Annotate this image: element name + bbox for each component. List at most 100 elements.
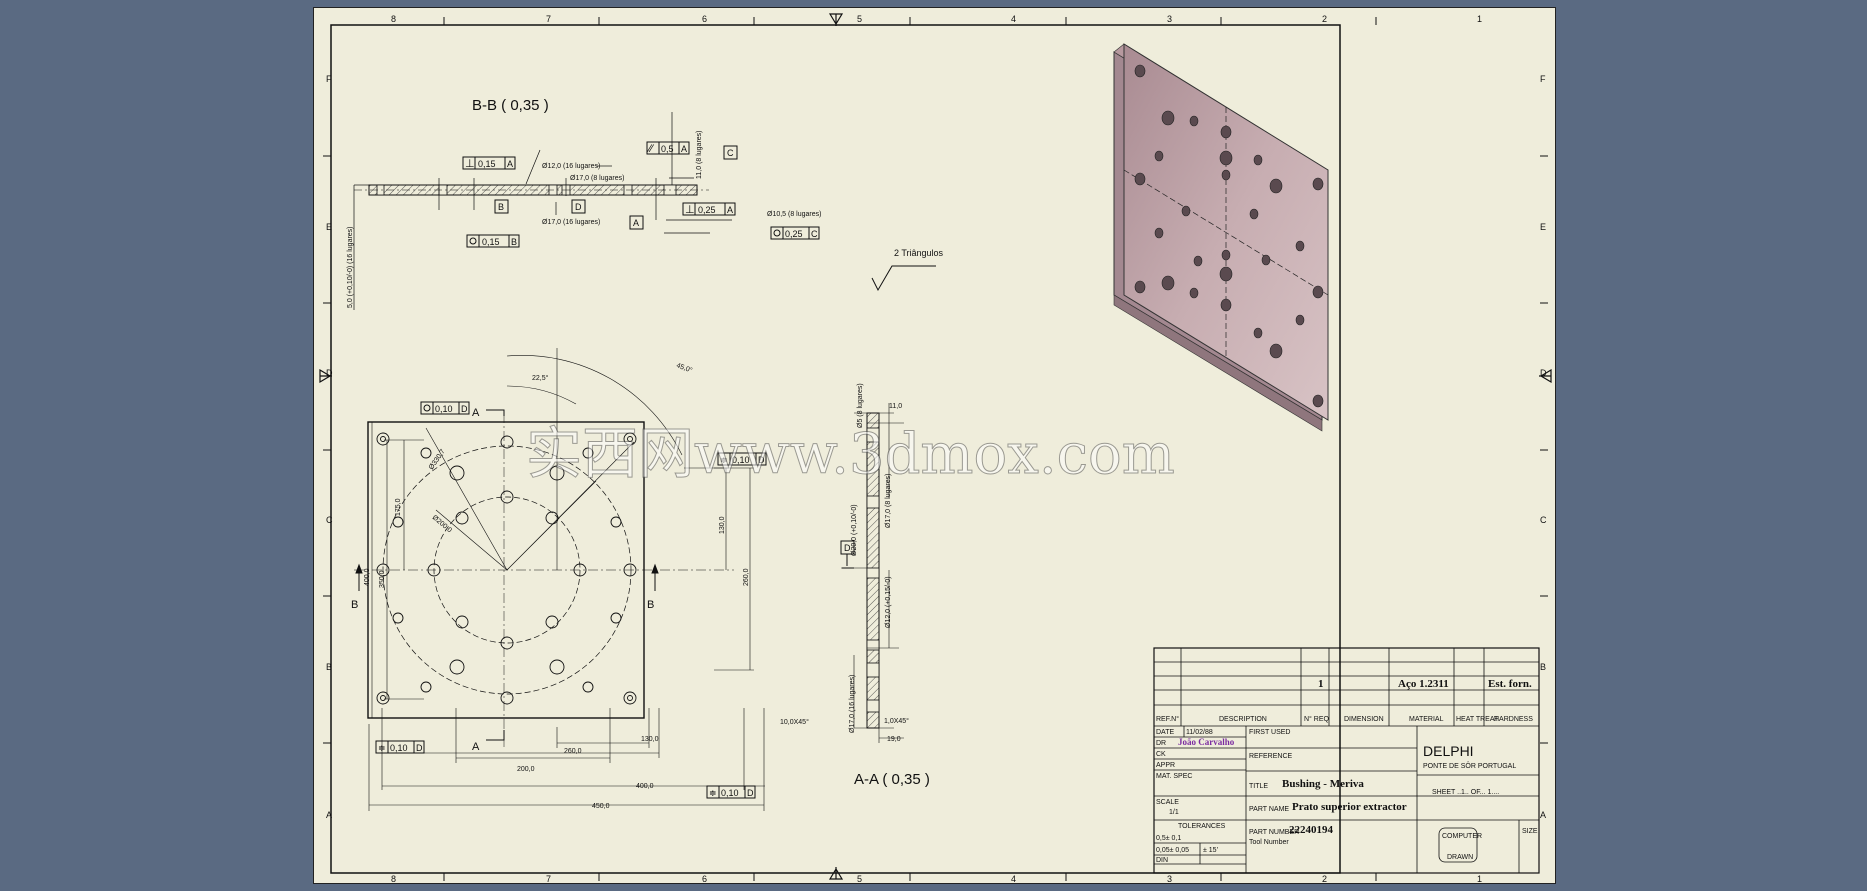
- svg-text:130,0: 130,0: [719, 516, 726, 534]
- svg-text:Ø200,0: Ø200,0: [431, 514, 453, 534]
- border-ticks: [323, 17, 1548, 881]
- svg-text:TOLERANCES: TOLERANCES: [1178, 823, 1226, 830]
- svg-text:0,10: 0,10: [390, 743, 408, 753]
- svg-text:260,0: 260,0: [564, 748, 582, 755]
- svg-text:Ø10,5 (8 lugares): Ø10,5 (8 lugares): [767, 211, 821, 218]
- row-label: F: [1540, 74, 1546, 84]
- svg-text:1: 1: [1318, 678, 1324, 690]
- svg-text:D: D: [461, 404, 468, 414]
- svg-text:260,0: 260,0: [743, 568, 750, 586]
- svg-text:B: B: [351, 599, 358, 611]
- svg-text:D: D: [758, 455, 765, 465]
- svg-text:1,0X45°: 1,0X45°: [884, 717, 909, 725]
- svg-text:0,25: 0,25: [698, 205, 716, 215]
- svg-text:CK: CK: [1156, 751, 1166, 758]
- svg-text:B: B: [647, 599, 654, 611]
- svg-text:A: A: [727, 205, 733, 215]
- row-label: F: [326, 74, 332, 84]
- svg-text:10,0X45°: 10,0X45°: [780, 718, 809, 726]
- svg-text:⊥: ⊥: [465, 158, 475, 170]
- drawing-canvas: 8 7 6 5 4 3 2 1 8 7 6 5 4 3 2 1 F E D C …: [319, 13, 1552, 884]
- svg-text:± 15': ± 15': [1203, 847, 1218, 854]
- svg-text:REFERENCE: REFERENCE: [1249, 753, 1293, 760]
- svg-text:SCALE: SCALE: [1156, 799, 1179, 806]
- row-label: E: [1540, 222, 1546, 232]
- svg-text:C: C: [811, 229, 818, 239]
- svg-text:19,0: 19,0: [887, 736, 901, 743]
- col-label: 6: [702, 874, 707, 884]
- view-title: B-B ( 0,35 ): [472, 97, 549, 114]
- border-zone-labels: 8 7 6 5 4 3 2 1 8 7 6 5 4 3 2 1 F E D C …: [326, 14, 1547, 884]
- svg-text:A: A: [472, 407, 480, 419]
- svg-text:Ø12,0 (16 lugares): Ø12,0 (16 lugares): [542, 163, 600, 170]
- svg-text:Bushing - Meriva: Bushing - Meriva: [1282, 778, 1364, 790]
- svg-text:B: B: [498, 202, 504, 212]
- svg-text:⊥: ⊥: [685, 204, 695, 216]
- svg-text:João Carvalho: João Carvalho: [1178, 737, 1235, 747]
- svg-text:5,0 (+0,10/-0) (16 lugares): 5,0 (+0,10/-0) (16 lugares): [347, 226, 354, 308]
- svg-text:130,0: 130,0: [641, 736, 659, 743]
- svg-text:Ø12,0 (+0,15/-0): Ø12,0 (+0,15/-0): [885, 576, 892, 628]
- svg-text:350,0: 350,0: [379, 570, 386, 588]
- svg-text:A: A: [681, 144, 687, 154]
- svg-text:1/1: 1/1: [1169, 809, 1179, 816]
- svg-text:DRAWN: DRAWN: [1447, 854, 1473, 861]
- row-label: C: [1540, 515, 1547, 525]
- svg-text:B: B: [511, 237, 517, 247]
- row-label: B: [1540, 662, 1546, 672]
- title-block: 1 Aço 1.2311 Est. forn. REF.N° DESCRIPTI…: [1153, 647, 1540, 874]
- svg-text:≑: ≑: [709, 788, 717, 798]
- svg-text:D: D: [844, 543, 851, 553]
- front-view: A A B B 0,10 D ≑ 0,10 D ≑ 0,10 D ≑ 0,10 …: [351, 348, 809, 811]
- svg-text:D: D: [416, 743, 423, 753]
- col-label: 4: [1011, 14, 1016, 24]
- svg-text:D: D: [747, 788, 754, 798]
- svg-text:A: A: [472, 741, 480, 753]
- row-label: D: [1540, 368, 1547, 378]
- isometric-plate-view: [1113, 43, 1329, 432]
- svg-text:SIZE: SIZE: [1522, 828, 1538, 835]
- svg-text:Aço 1.2311: Aço 1.2311: [1398, 678, 1449, 690]
- svg-text:0,10: 0,10: [435, 404, 453, 414]
- svg-text:HARDNESS: HARDNESS: [1494, 716, 1533, 723]
- svg-text:Ø17,0 (16 lugares): Ø17,0 (16 lugares): [542, 219, 600, 226]
- svg-text:Ø17,0 (8 lugares): Ø17,0 (8 lugares): [885, 474, 892, 528]
- svg-text:PART NUMBER: PART NUMBER: [1249, 829, 1299, 836]
- row-label: A: [326, 810, 332, 820]
- col-label: 3: [1167, 874, 1172, 884]
- col-label: 1: [1477, 14, 1482, 24]
- svg-text:400,0: 400,0: [636, 783, 654, 790]
- svg-text:0,10: 0,10: [732, 455, 750, 465]
- col-label: 2: [1322, 14, 1327, 24]
- svg-text:0,15: 0,15: [482, 237, 500, 247]
- svg-text:≑: ≑: [378, 743, 386, 753]
- svg-text:Est. forn.: Est. forn.: [1488, 678, 1532, 690]
- svg-text:≑: ≑: [720, 455, 728, 465]
- svg-text:Ø17,0 (8 lugares): Ø17,0 (8 lugares): [570, 175, 624, 182]
- col-label: 2: [1322, 874, 1327, 884]
- svg-text:0,5± 0,1: 0,5± 0,1: [1156, 835, 1181, 842]
- col-label: 3: [1167, 14, 1172, 24]
- svg-text:HEAT TREAT: HEAT TREAT: [1456, 716, 1499, 723]
- col-label: 6: [702, 14, 707, 24]
- row-label: E: [326, 222, 332, 232]
- svg-text:45,0°: 45,0°: [675, 361, 693, 374]
- svg-text:∕∕: ∕∕: [646, 143, 655, 155]
- col-label: 8: [391, 874, 396, 884]
- svg-text:400,0: 400,0: [364, 568, 371, 586]
- svg-text:A-A ( 0,35 ): A-A ( 0,35 ): [854, 771, 930, 788]
- surface-finish-note: 2 Triângulos: [871, 248, 944, 292]
- drawing-sheet: 8 7 6 5 4 3 2 1 8 7 6 5 4 3 2 1 F E D C …: [313, 7, 1556, 884]
- svg-text:D: D: [575, 202, 582, 212]
- svg-text:DIN: DIN: [1156, 857, 1168, 864]
- svg-text:2 Triângulos: 2 Triângulos: [894, 248, 944, 258]
- col-label: 1: [1477, 874, 1482, 884]
- svg-text:0,10: 0,10: [721, 788, 739, 798]
- svg-text:DATE: DATE: [1156, 729, 1174, 736]
- svg-text:C: C: [727, 148, 734, 158]
- svg-text:0,05± 0,05: 0,05± 0,05: [1156, 847, 1189, 854]
- svg-text:REF.N°: REF.N°: [1156, 715, 1179, 723]
- svg-text:200,0: 200,0: [517, 766, 535, 773]
- svg-text:MAT. SPEC: MAT. SPEC: [1156, 773, 1192, 780]
- svg-text:0,15: 0,15: [478, 159, 496, 169]
